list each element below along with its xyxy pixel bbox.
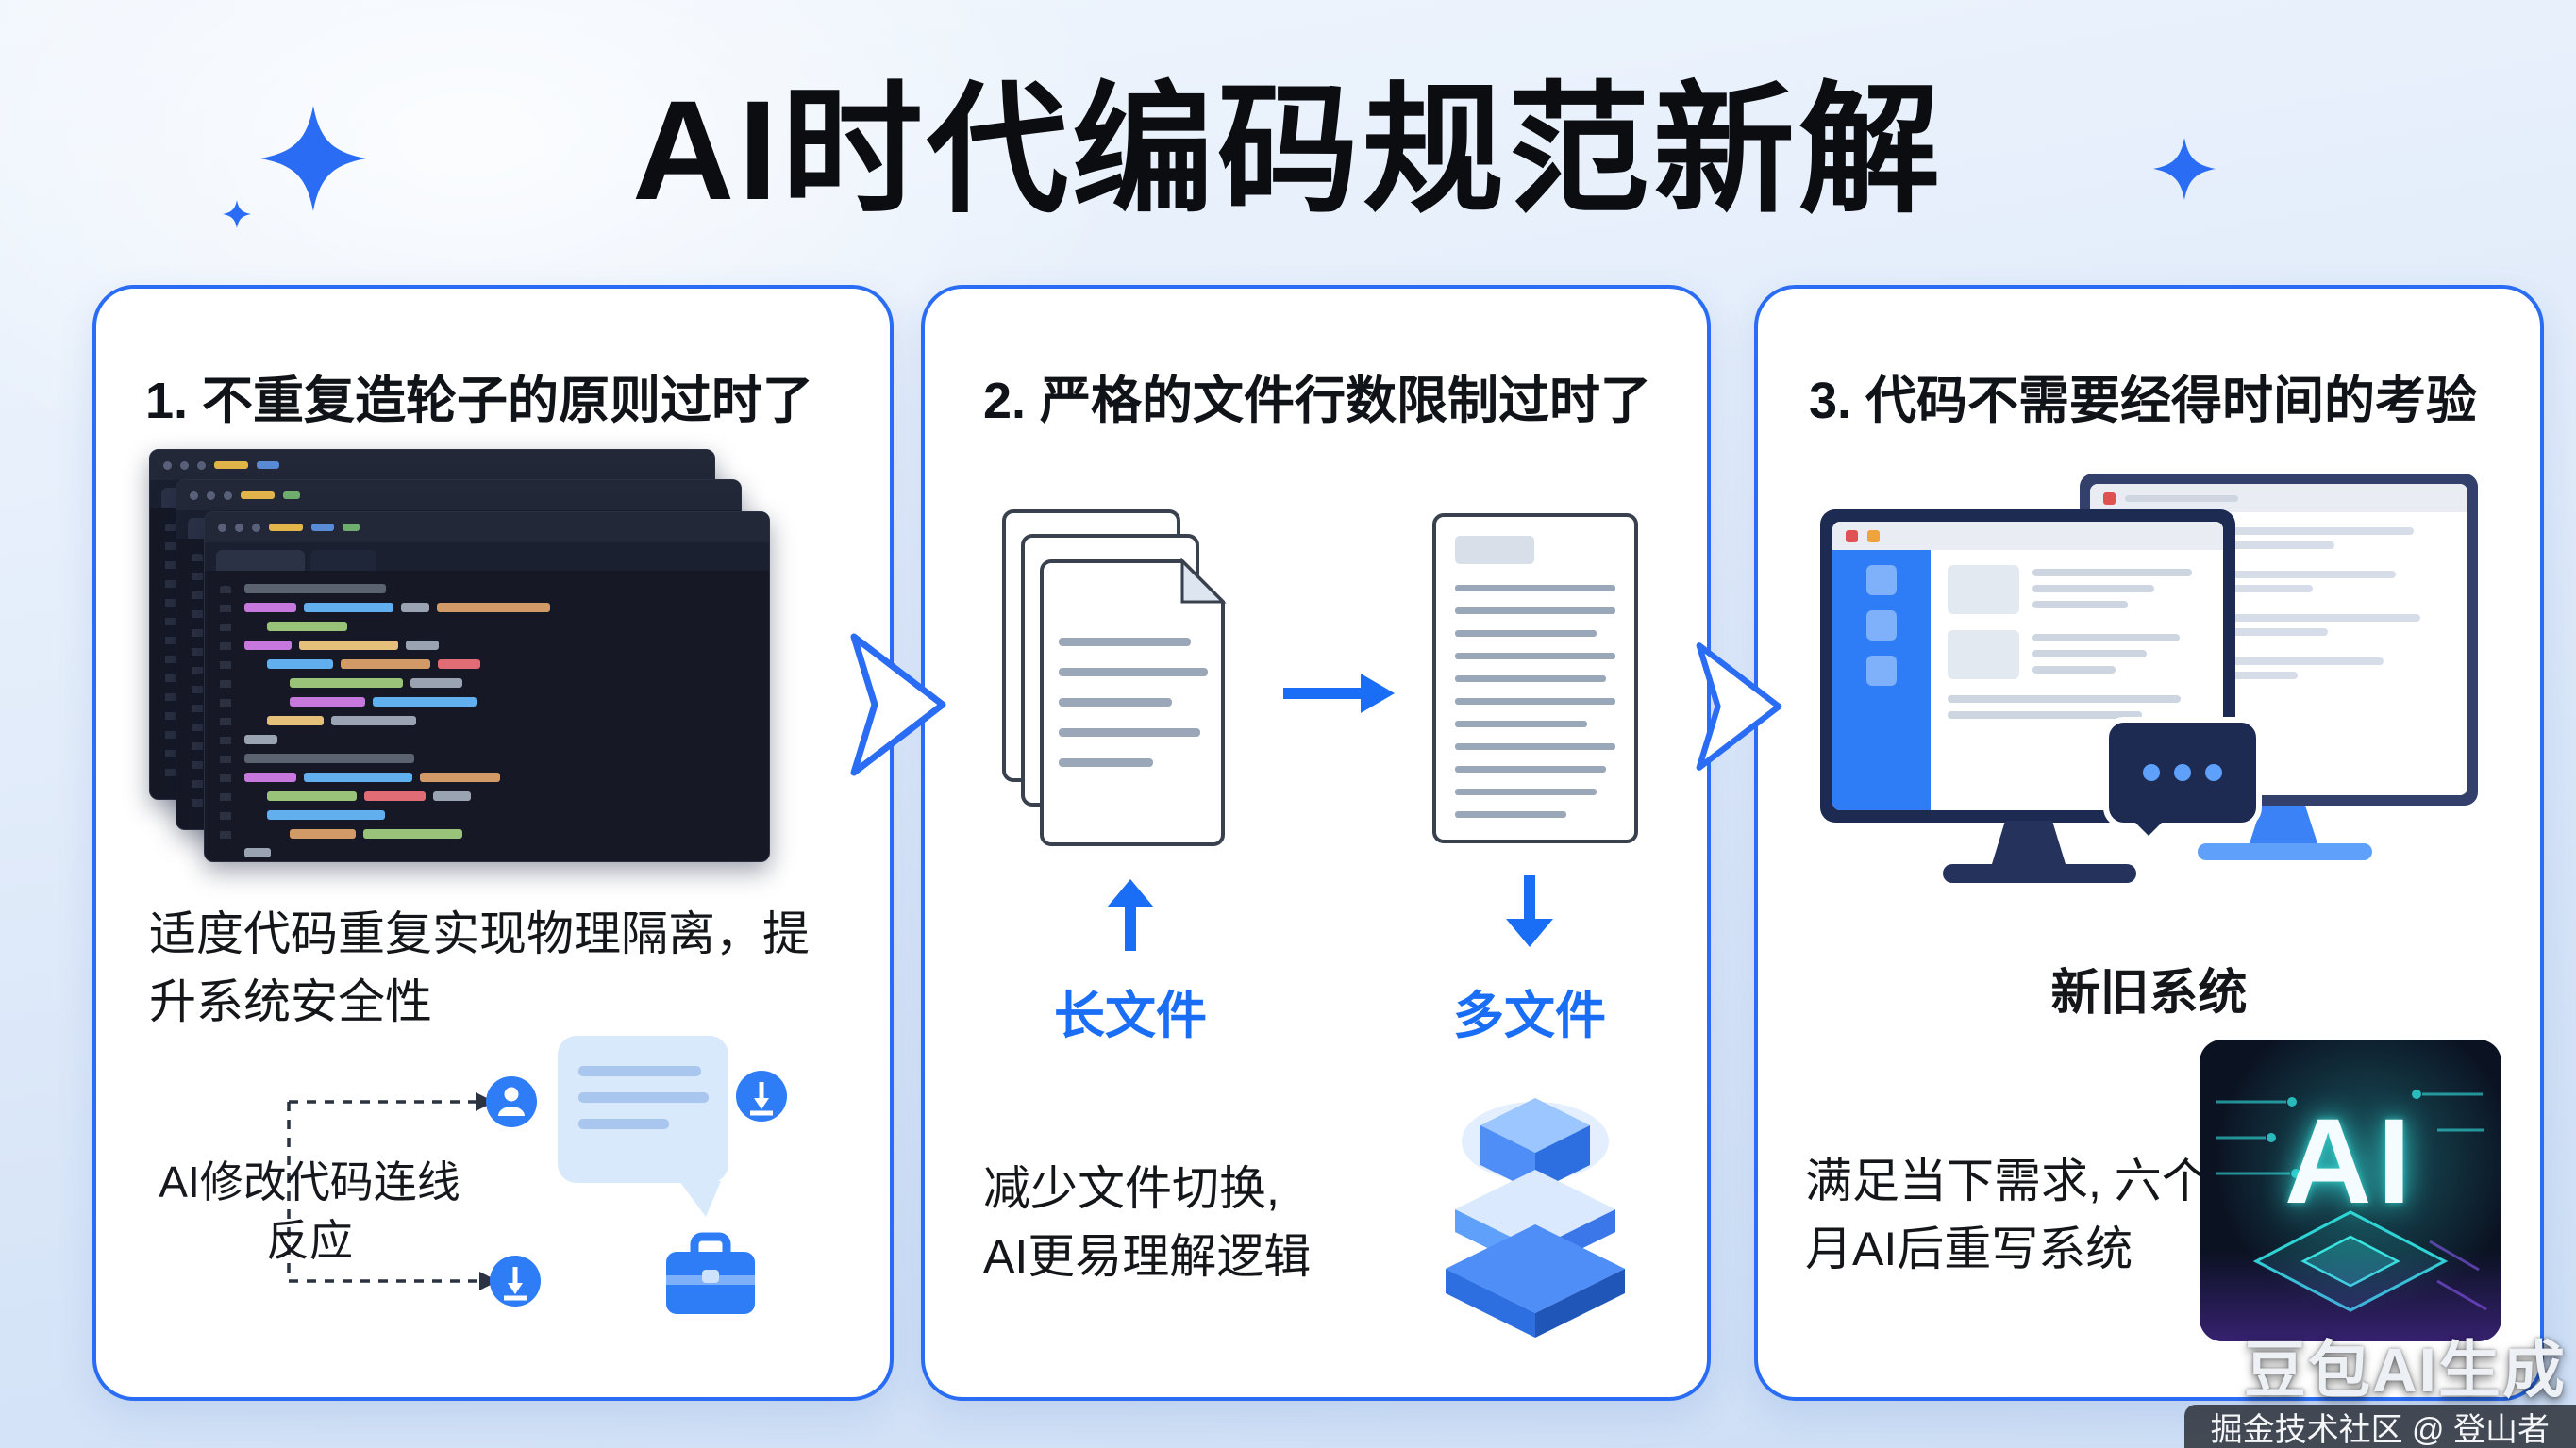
briefcase-icon (666, 1232, 755, 1314)
panel-code-longevity: 3. 代码不需要经得时间的考验 (1754, 285, 2544, 1401)
ai-workflow-illustration: AI修改代码连线 反应 (151, 1023, 830, 1343)
chip-ai-label: AI (2284, 1094, 2417, 1229)
download-icon (490, 1256, 541, 1307)
page-title: AI时代编码规范新解 (631, 71, 1944, 229)
sparkle-icon (2153, 138, 2216, 200)
monitor-base (1943, 864, 2136, 883)
app-content (1931, 550, 2223, 810)
arrow-down-icon (1506, 875, 1553, 947)
panel-1-heading: 1. 不重复造轮子的原则过时了 (145, 373, 814, 429)
stack-bottom-layer (1446, 1224, 1625, 1338)
panel-2-heading: 2. 严格的文件行数限制过时了 (983, 373, 1652, 429)
code-editor-illustration (149, 449, 800, 875)
watermark-credit: 掘金技术社区 @ 登山者 (2183, 1405, 2576, 1448)
watermark-large: 豆包AI生成 (2244, 1335, 2567, 1405)
panel-3-heading: 3. 代码不需要经得时间的考验 (1809, 373, 2478, 429)
arrowhead-icon (479, 1272, 498, 1290)
chevron-right-icon (850, 633, 946, 776)
stack-top-cube (1480, 1098, 1590, 1192)
editor-titlebar (205, 512, 769, 542)
app-topbar (1832, 522, 2223, 550)
panel-reuse-principle: 1. 不重复造轮子的原则过时了 适度代码重复实现物理隔离，提 升系统安全性 (92, 285, 894, 1401)
code-lines (205, 571, 769, 857)
dashed-connector-lines (287, 1100, 479, 1283)
layer-stack-icon (1446, 1098, 1625, 1338)
sparkle-icon (223, 200, 251, 228)
editor-titlebar (176, 480, 741, 510)
panel-2-body: 减少文件切换, AI更易理解逻辑 (983, 1162, 1312, 1283)
chat-bubble-icon (558, 1036, 728, 1217)
panel-file-length: 2. 严格的文件行数限制过时了 (921, 285, 1711, 1401)
editor-titlebar (150, 450, 714, 480)
app-sidebar (1832, 550, 1931, 810)
monitor-base (2198, 843, 2372, 860)
workflow-caption: AI修改代码连线 反应 (159, 1157, 460, 1265)
sparkle-icon (260, 106, 366, 211)
systems-illustration (1820, 474, 2486, 945)
download-icon (736, 1071, 787, 1122)
arrow-up-icon (1107, 879, 1154, 951)
panel-3-body: 满足当下需求, 六个 月AI后重写系统 (1805, 1155, 2209, 1275)
panel-1-body: 适度代码重复实现物理隔离，提 升系统安全性 (149, 907, 810, 1028)
editor-tabs (205, 542, 769, 571)
code-editor-window (204, 511, 770, 862)
arrow-right-icon (1283, 674, 1395, 713)
monitor-stand (1992, 821, 2066, 864)
workflow-diagram (287, 1036, 787, 1314)
chat-dots-icon (2103, 717, 2262, 836)
long-file-label: 长文件 (1054, 988, 1207, 1044)
systems-label: 新旧系统 (2050, 966, 2248, 1021)
long-document-icon (1432, 513, 1638, 843)
browser-topbar (2090, 484, 2467, 512)
user-icon (486, 1076, 537, 1127)
chevron-right-icon (1696, 642, 1782, 771)
ai-chip-icon: AI (2200, 1040, 2501, 1341)
old-monitor-icon (1820, 509, 2235, 823)
arrowhead-icon (476, 1092, 494, 1111)
document-stack-icon (1002, 509, 1227, 846)
multi-file-label: 多文件 (1453, 988, 1606, 1044)
